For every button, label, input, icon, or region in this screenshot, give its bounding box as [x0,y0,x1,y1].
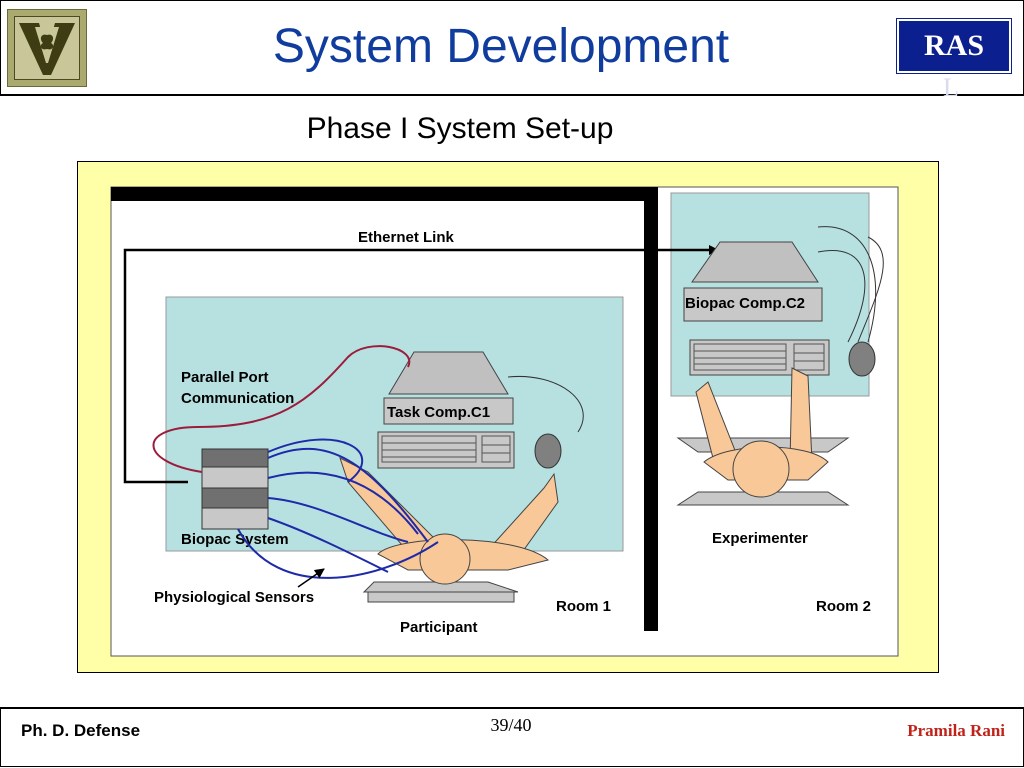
setup-diagram: Ethernet Link Task Comp.C1 Biopac Comp.C… [110,186,899,657]
task-comp-box [383,397,514,425]
biopac-unit-1 [201,448,269,468]
slide-subtitle: Phase I System Set-up [306,112,614,145]
biopac-system-label: Biopac System [181,531,289,548]
biopac-unit-3 [201,487,269,509]
parallel-label-line1: Parallel Port [181,369,269,386]
slide-header: System Development RAS L [0,0,1024,102]
ras-badge-overflow: L [943,73,959,102]
task-mouse-icon [534,433,562,469]
biopac-unit-2 [201,466,269,489]
biopac-comp-box [683,287,823,322]
biopac-unit-4 [201,507,269,530]
biopac-monitor-icon [691,241,819,283]
footer-event: Ph. D. Defense [21,721,141,740]
setup-diagram-frame: Ethernet Link Task Comp.C1 Biopac Comp.C… [77,161,939,673]
ras-badge: RAS [896,18,1012,74]
biopac-mouse-icon [848,341,876,377]
experimenter-head [732,440,790,498]
task-comp-label: Task Comp.C1 [387,404,490,421]
sensors-arrow [297,568,325,588]
room1-label: Room 1 [556,598,611,615]
footer-divider [0,707,1024,709]
participant-label: Participant [400,619,478,636]
participant-chair-seat [367,591,515,603]
ethernet-label: Ethernet Link [358,229,455,246]
sensors-label: Physiological Sensors [154,589,314,606]
room2-label: Room 2 [816,598,871,615]
dividing-wall [644,187,658,631]
parallel-label-line2: Communication [181,390,294,407]
experimenter-chair-base [676,491,850,506]
biopac-comp-label: Biopac Comp.C2 [685,295,805,312]
top-wall [111,187,651,201]
page-number: 39/40 [490,715,532,735]
ethernet-link-line [123,245,719,484]
sensor-wires [237,438,439,579]
footer-author: Pramila Rani [907,721,1005,740]
task-monitor-icon [388,351,509,395]
parallel-port-cable [152,345,411,473]
experimenter-label: Experimenter [712,530,808,547]
slide-title: System Development [272,20,730,73]
vanderbilt-logo-icon [7,9,87,87]
v-emblem-icon [19,23,75,75]
slide-footer: Ph. D. Defense 39/40 Pramila Rani [0,709,1024,767]
